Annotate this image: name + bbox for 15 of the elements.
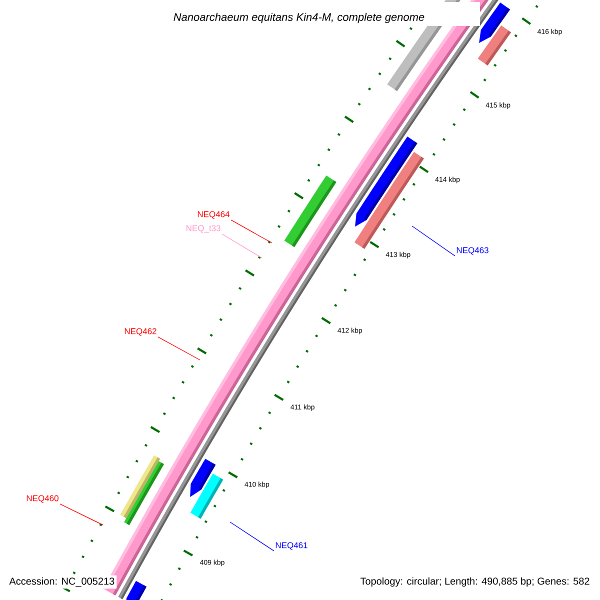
- gene-label: NEQ464: [198, 211, 230, 219]
- gene-label: NEQ463: [456, 247, 488, 255]
- gene-label: NEQ462: [124, 328, 156, 336]
- title: Nanoarchaeum equitans Kin4-M, complete genome: [174, 12, 424, 24]
- leader-line: [158, 336, 200, 360]
- genome-info-text: Topology: circular; Length: 490,885 bp; Genes: 582: [358, 575, 592, 589]
- leader-line: [230, 220, 272, 244]
- leader-line: [222, 234, 262, 258]
- gene-label: NEQ461: [276, 542, 308, 550]
- leader-line: [412, 226, 456, 256]
- accession-text: Accession: NC_005213: [7, 575, 117, 589]
- leader-line: [60, 504, 104, 526]
- gene-label: NEQ460: [26, 495, 58, 503]
- gene-label: NEQ_t33: [186, 225, 220, 233]
- leader-line: [230, 522, 274, 552]
